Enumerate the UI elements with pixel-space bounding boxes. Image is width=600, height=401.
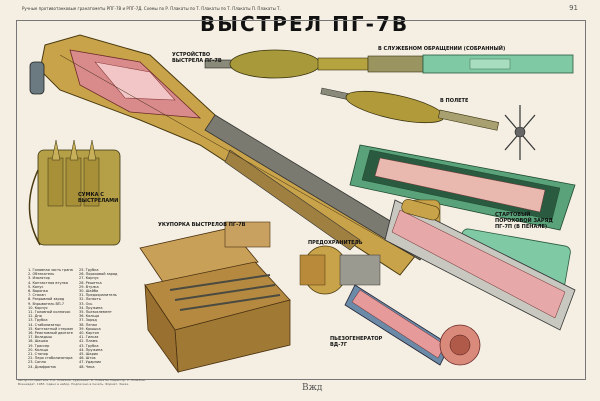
label-service: В СЛУЖЕБНОМ ОБРАЩЕНИИ (СОБРАННЫЙ) [378,46,506,52]
legend-item: 41. Гильза [79,335,99,340]
poster-title: ВЫСТРЕЛ ПГ-7В [200,12,410,36]
label-flight: В ПОЛЕТЕ [440,98,469,104]
page-number: 91 [569,4,578,12]
signature: Вжд [302,383,323,393]
footer-credits: Автор-составитель: Е.А. Плакаты. Художни… [18,378,146,386]
piezo-generator-cutaway [344,284,481,366]
legend-item: 19. Трассер [28,343,50,348]
legend-item: 23. Сопло [28,360,46,365]
legend-item: 2. Обтекатель [28,272,55,277]
legend-item: 40. Картон [79,331,99,336]
legend-item: 3. Изолятор [28,276,50,281]
legend-item: 24. Диафрагма [28,364,56,369]
legend-item: 28. Решетка [79,280,102,285]
legend-item: 42. Пламя [79,339,98,344]
legend-item: 18. Шашка [28,339,49,344]
legend-item: 20. Кольцо [28,347,49,352]
legend-item: 47. Ударник [79,360,102,365]
legend-item: 15. Контактный стержень [28,326,73,331]
legend-item: 26. Пороховой заряд [79,272,118,277]
legend-item: 44. Пружина [79,347,103,352]
legend-item: 10. Корпус [28,305,48,310]
footer-line: Автор-составитель: Е.А. Плакаты. Художни… [18,378,146,382]
legend-item: 5. Конус [28,284,44,289]
legend-item: 45. Шарик [79,352,99,357]
legend-item: 12. Дно [28,314,42,319]
legend-item: 14. Стабилизатор [28,322,61,327]
legend-item: 4. Контактная втулка [28,280,69,285]
main-grenade-cutaway [29,34,431,276]
legend-item: 16. Реактивный двигатель [28,331,73,336]
footer-line: Воениздат. 1983. Сдано в набор. Подписан… [18,382,130,386]
label-packing: УКУПОРКА ВЫСТРЕЛОВ ПГ-7В [158,222,246,228]
legend-item: 30. Шайба [79,289,99,294]
lower-cutaway [384,199,576,331]
packing-crate [139,221,291,374]
legend-item: 33. Ось [79,301,93,306]
legend-item: 17. Вкладыш [28,335,52,340]
legend-item: 6. Воронка [28,289,48,294]
legend-item: 25. Трубка [79,268,99,272]
carrying-bag [28,139,121,246]
legend-item: 11. Головной колпачок [28,310,71,315]
legend-item: 27. Корпус [79,276,99,281]
legend-item: 13. Трубка [28,318,48,323]
charge-cases [401,199,440,221]
poster-frame [16,20,586,380]
top-note: Ручные противотанковые гранатометы РПГ-7… [22,6,281,11]
legend-item: 1. Головная часть гранаты [28,268,73,272]
legend-item: 32. Лопасть [79,297,101,302]
legend-item: 39. Крышка [79,326,101,331]
legend-item: 35. Пьезоэлемент [79,310,112,315]
legend-item: 38. Пенал [79,322,98,327]
assembled-grenade [204,49,574,79]
legend-item: 21. Стопор [28,352,48,357]
legend-item: 37. Заряд [79,318,97,323]
label-fuse: ПРЕДОХРАНИТЕЛЬ [308,240,363,246]
legend-item: 36. Кольцо [79,314,100,319]
legend-item: 46. Шток [79,356,96,361]
legend-item: 22. Перо стабилизатора [28,356,73,361]
legend-item: 31. Предохранитель [79,293,117,298]
legend-item: 9. Взрыватель ВП-7 [28,301,65,306]
fuse-detail [299,245,381,295]
grenade-in-flight [320,87,536,160]
legend-item: 8. Разрывной заряд [28,297,65,302]
legend-item: 7. Стакан [28,293,46,298]
legend-item: 43. Трубка [79,343,99,348]
legend-item: 29. Втулка [79,284,99,289]
legend-item: 34. Пружина [79,305,103,310]
legend-item: 48. Чека [79,364,95,369]
